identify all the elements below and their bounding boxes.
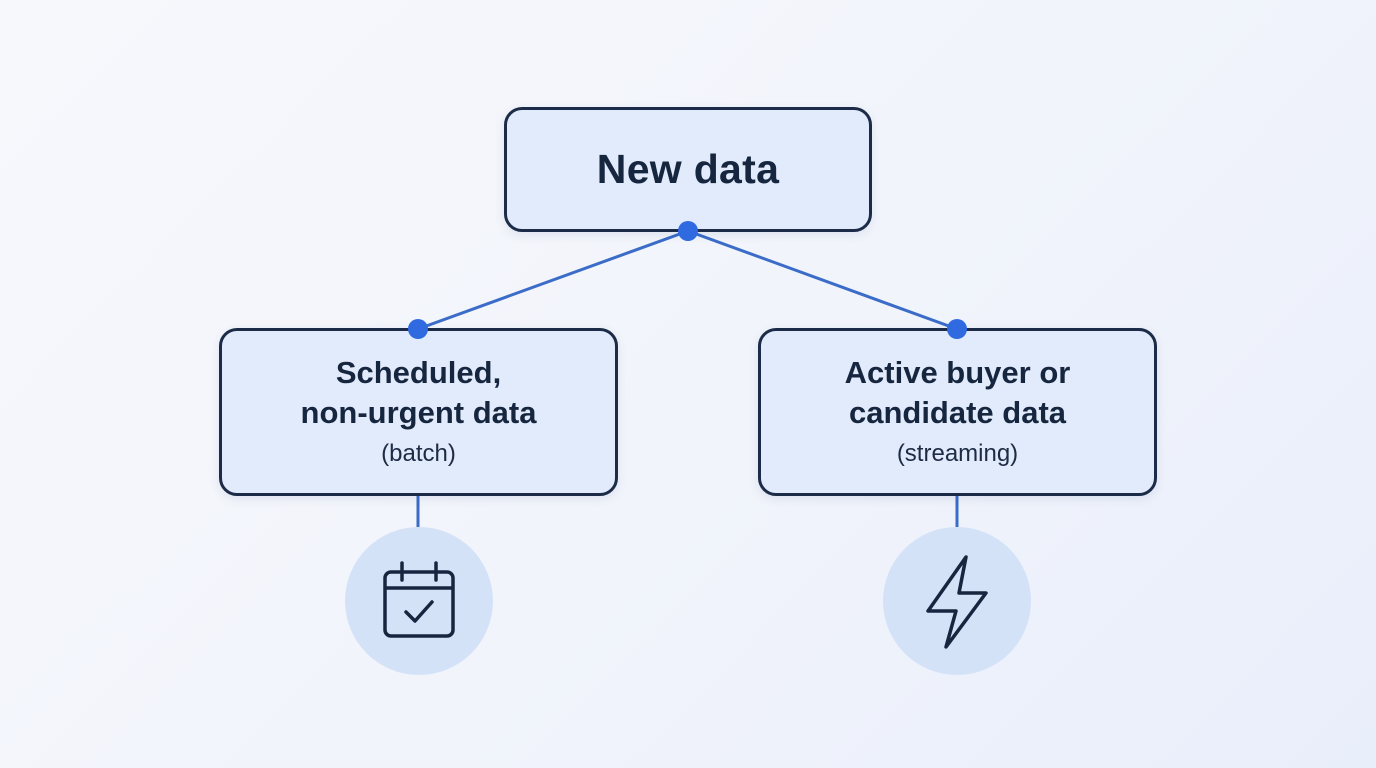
node-streaming-sublabel: (streaming) — [896, 440, 1019, 467]
connector-root-to-right — [687, 229, 958, 331]
connector-dot-right — [947, 319, 967, 339]
node-streaming-line2: candidate data — [848, 395, 1067, 430]
node-batch-line2: non-urgent data — [300, 395, 537, 430]
node-batch: Scheduled, non-urgent data (batch) — [219, 328, 618, 496]
node-batch-sublabel: (batch) — [381, 440, 456, 467]
connector-dot-left — [408, 319, 428, 339]
streaming-icon-badge — [883, 527, 1031, 675]
lightning-bolt-icon — [926, 555, 988, 649]
connector-root-to-left — [417, 229, 689, 331]
node-new-data: New data — [504, 107, 872, 232]
node-new-data-title: New data — [596, 146, 780, 192]
batch-icon-badge — [345, 527, 493, 675]
connector-dot-root — [678, 221, 698, 241]
node-streaming: Active buyer or candidate data (streamin… — [758, 328, 1157, 496]
node-streaming-line1: Active buyer or — [844, 355, 1071, 390]
node-batch-line1: Scheduled, — [335, 355, 502, 390]
calendar-check-icon — [383, 561, 455, 638]
